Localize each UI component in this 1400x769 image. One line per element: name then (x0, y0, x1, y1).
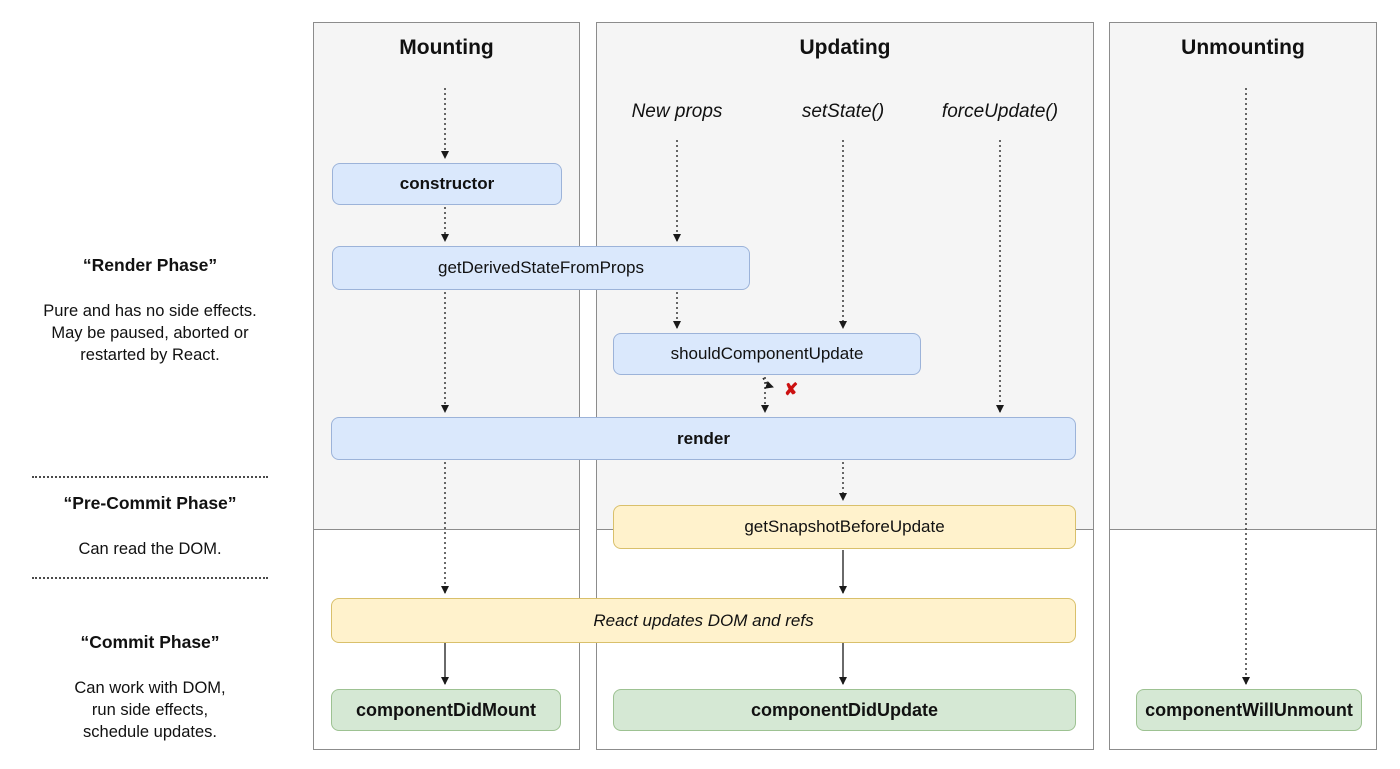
node-constructor: constructor (332, 163, 562, 205)
phase-separator (32, 476, 268, 478)
node-component-will-unmount: componentWillUnmount (1136, 689, 1362, 731)
commit-phase-annotation: “Commit Phase” Can work with DOM, run si… (18, 632, 282, 743)
render-phase-desc-line: restarted by React. (80, 346, 220, 364)
node-component-did-mount: componentDidMount (331, 689, 561, 731)
trigger-force-update: forceUpdate() (941, 101, 1059, 122)
render-phase-annotation: “Render Phase” Pure and has no side effe… (18, 255, 282, 366)
render-phase-desc-line: May be paused, aborted or (51, 324, 249, 342)
node-should-component-update: shouldComponentUpdate (613, 333, 921, 375)
trigger-new-props: New props (631, 101, 723, 122)
commit-phase-title: “Commit Phase” (80, 632, 220, 652)
updating-column-title: Updating (799, 36, 891, 59)
commit-phase-desc-line: Can work with DOM, (74, 679, 226, 697)
unmounting-column: Unmounting (1109, 22, 1377, 750)
commit-phase-desc-line: run side effects, (91, 701, 209, 719)
render-phase-title: “Render Phase” (82, 255, 218, 275)
trigger-set-state: setState() (801, 101, 885, 122)
pre-commit-phase-annotation: “Pre-Commit Phase” Can read the DOM. (18, 493, 282, 560)
pre-commit-phase-desc-line: Can read the DOM. (78, 540, 222, 558)
commit-phase-desc-line: schedule updates. (83, 723, 217, 741)
node-component-did-update: componentDidUpdate (613, 689, 1076, 731)
node-render: render (331, 417, 1076, 460)
node-get-snapshot-before-update: getSnapshotBeforeUpdate (613, 505, 1076, 549)
unmounting-column-title: Unmounting (1181, 36, 1305, 59)
render-phase-desc-line: Pure and has no side effects. (43, 302, 257, 320)
phase-separator (32, 577, 268, 579)
node-get-derived-state-from-props: getDerivedStateFromProps (332, 246, 750, 290)
node-react-updates-dom: React updates DOM and refs (331, 598, 1076, 643)
mounting-column-title: Mounting (399, 36, 494, 59)
render-phase-shading (1110, 23, 1376, 530)
update-blocked-x-icon: ✘ (784, 380, 799, 399)
pre-commit-phase-title: “Pre-Commit Phase” (63, 493, 237, 513)
